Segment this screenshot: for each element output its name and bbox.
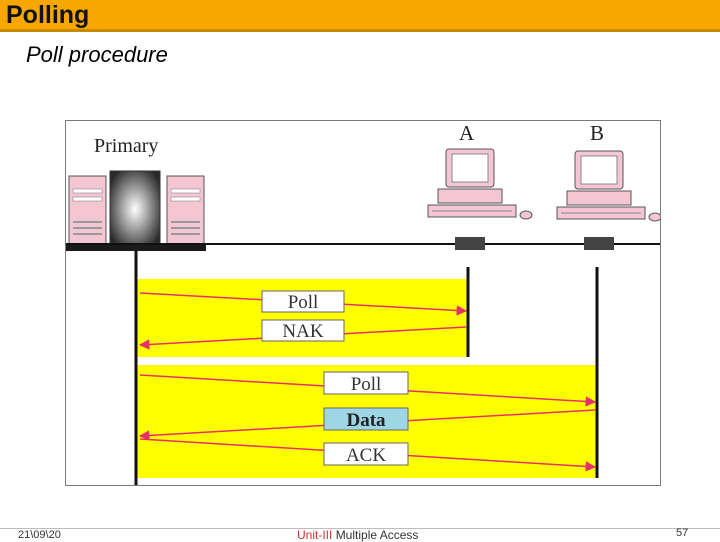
footer-unit-prefix: Unit-III: [297, 528, 333, 542]
poll-b-box: [323, 371, 409, 395]
footer-divider: [0, 528, 720, 529]
footer-unit-title: Unit-III Multiple Access: [297, 528, 418, 542]
poll-a-box: [261, 290, 345, 313]
primary-label: Primary: [94, 135, 158, 157]
station-a-tap: [455, 237, 485, 250]
poll-b-label: Poll: [351, 374, 382, 395]
primary-station-icon: [66, 170, 206, 251]
nak-a-label: NAK: [282, 321, 323, 342]
station-a-label: A: [459, 121, 475, 145]
station-b-label: B: [590, 121, 604, 145]
slide-subtitle: Poll procedure: [26, 42, 168, 67]
station-a-computer-icon: [427, 148, 533, 220]
slide-title: Polling: [6, 1, 90, 29]
poll-a-label: Poll: [288, 292, 319, 313]
footer-unit-suffix: Multiple Access: [335, 528, 419, 542]
ack-b-label: ACK: [346, 445, 386, 466]
footer-date: 21\09\20: [18, 529, 61, 541]
title-bar: Polling: [0, 0, 720, 32]
data-b-box: [323, 407, 409, 431]
station-b-computer-icon: [556, 150, 660, 222]
data-b-label: Data: [346, 410, 386, 431]
ack-b-box: [323, 442, 409, 466]
station-b-tap: [584, 237, 614, 250]
footer-page-number: 57: [676, 527, 689, 539]
polling-diagram: Primary A: [65, 120, 661, 486]
nak-a-box: [261, 319, 345, 342]
